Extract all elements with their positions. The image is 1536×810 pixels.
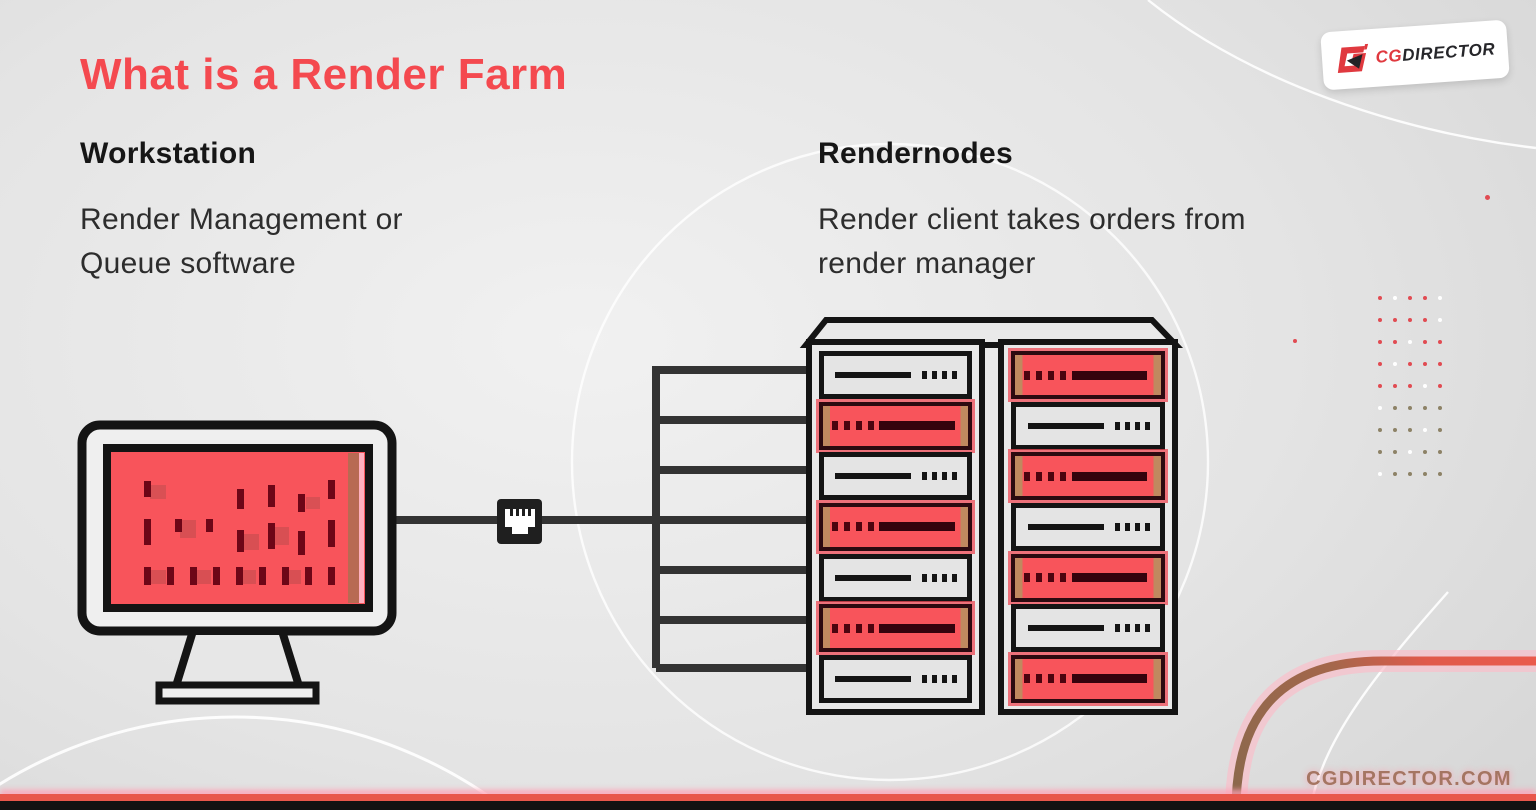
server-unit-idle bbox=[1011, 401, 1165, 450]
server-unit-active bbox=[1011, 351, 1165, 399]
monitor-base bbox=[155, 681, 320, 705]
rendernodes-description: Render client takes orders from render m… bbox=[818, 203, 1246, 280]
screen-data-bars bbox=[144, 480, 335, 585]
server-unit-idle bbox=[1011, 502, 1165, 551]
decor-red-dot bbox=[1485, 195, 1490, 200]
rack-cabinet-left bbox=[806, 339, 985, 715]
footer-site-url: CGDIRECTOR.COM bbox=[1306, 768, 1512, 790]
decor-circle-large bbox=[570, 142, 1210, 782]
logo-text-cg: CG bbox=[1374, 45, 1403, 67]
cgdirector-logo-text: CGDIRECTOR bbox=[1375, 39, 1496, 67]
server-unit-active bbox=[1011, 553, 1165, 602]
workstation-description: Render Management or Queue software bbox=[80, 203, 403, 280]
server-unit-active bbox=[1011, 654, 1165, 703]
workstation-heading: Workstation bbox=[80, 137, 257, 170]
decor-red-dot bbox=[1293, 339, 1297, 343]
server-unit-active bbox=[1011, 452, 1165, 501]
cgdirector-logo-badge: CGDIRECTOR bbox=[1320, 19, 1510, 91]
red-corner-curve bbox=[1231, 656, 1536, 810]
decor-arc-bottom-left bbox=[0, 715, 510, 810]
server-unit-idle bbox=[819, 452, 972, 501]
server-unit-idle bbox=[1011, 604, 1165, 653]
monitor-stand bbox=[170, 627, 305, 690]
rendernodes-heading: Rendernodes bbox=[818, 137, 1014, 170]
bottom-red-bar bbox=[0, 794, 1536, 801]
decor-arc-top-right bbox=[1147, 0, 1536, 150]
server-unit-idle bbox=[819, 553, 972, 602]
bottom-black-bar bbox=[0, 801, 1536, 810]
server-unit-active bbox=[819, 502, 972, 551]
decor-arc-bottom-right bbox=[1308, 591, 1449, 810]
page-title: What is a Render Farm bbox=[80, 50, 568, 99]
logo-text-director: DIRECTOR bbox=[1401, 39, 1496, 65]
rack-cabinet-right bbox=[998, 339, 1178, 715]
rj45-connector-icon bbox=[497, 499, 542, 544]
monitor-icon bbox=[77, 420, 397, 705]
network-lines bbox=[393, 366, 806, 672]
server-unit-active bbox=[819, 401, 972, 450]
server-unit-active bbox=[819, 604, 972, 653]
server-unit-idle bbox=[819, 654, 972, 703]
server-unit-idle bbox=[819, 351, 972, 399]
decor-dots-grid bbox=[1378, 296, 1453, 494]
cgdirector-logo-icon bbox=[1337, 43, 1368, 73]
